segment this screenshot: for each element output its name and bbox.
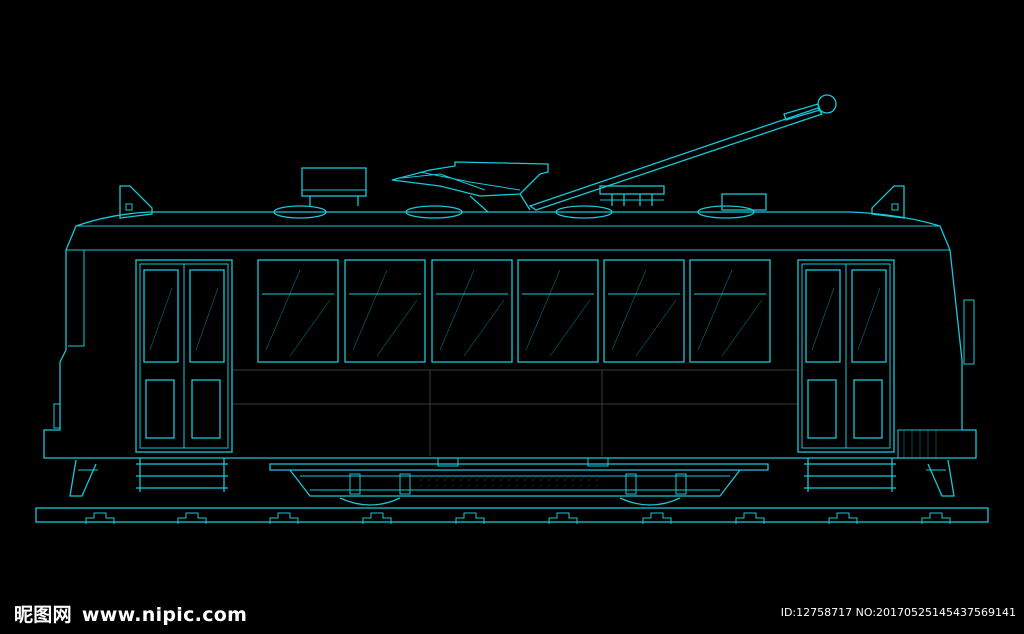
watermark-id: ID:12758717 NO:20170525145437569141 <box>780 606 1016 619</box>
side-windows <box>257 259 771 363</box>
rail-track <box>35 507 989 524</box>
underframe <box>69 457 955 506</box>
watermark-url: www.nipic.com <box>81 604 248 626</box>
door-right <box>797 259 895 453</box>
tram-body <box>43 211 977 459</box>
watermark-brand: 昵图网 www.nipic.com <box>14 600 247 627</box>
door-left <box>135 259 233 453</box>
rail-sleepers <box>85 512 951 524</box>
watermark-brand-name: 昵图网 <box>14 604 72 626</box>
roof-equipment <box>119 94 905 219</box>
